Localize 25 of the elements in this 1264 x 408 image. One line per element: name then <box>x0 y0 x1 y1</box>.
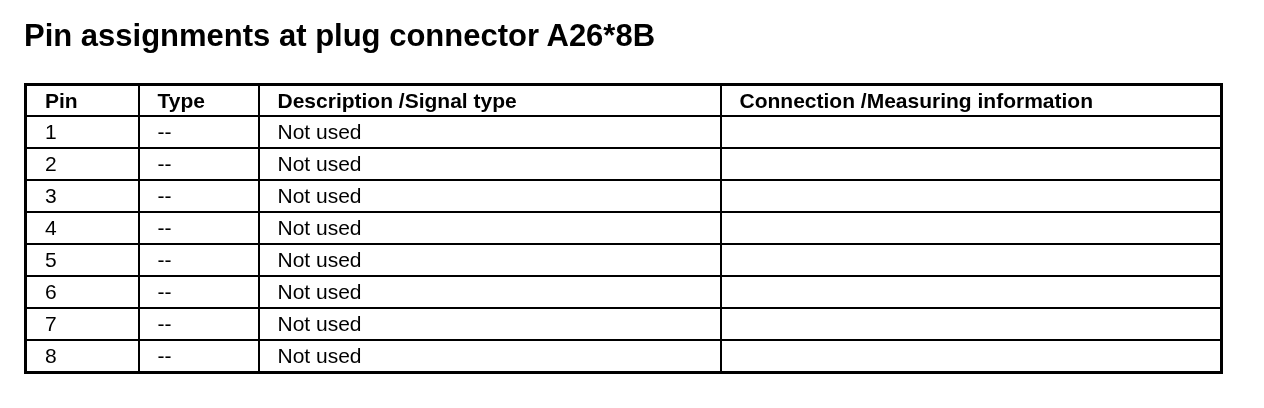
table-cell: -- <box>138 212 259 244</box>
table-cell: -- <box>138 308 259 340</box>
table-cell: 2 <box>25 148 139 180</box>
table-cell: 5 <box>25 244 139 276</box>
table-cell: Not used <box>258 212 721 244</box>
table-cell: -- <box>138 276 259 308</box>
header-cell: Pin <box>25 84 139 116</box>
table-cell: Not used <box>258 308 721 340</box>
header-cell: Type <box>138 84 259 116</box>
table-cell: -- <box>138 148 259 180</box>
table-cell: -- <box>138 244 259 276</box>
table-cell: 6 <box>25 276 139 308</box>
table-cell: -- <box>138 180 259 212</box>
table-cell: -- <box>138 116 259 148</box>
header-cell: Description /Signal type <box>258 84 721 116</box>
title: Pin assignments at plug connector A26*8B <box>24 17 656 55</box>
table-cell: 1 <box>25 116 139 148</box>
table-cell: 7 <box>25 308 139 340</box>
table-cell: 4 <box>25 212 139 244</box>
table-cell: Not used <box>258 244 721 276</box>
table-cell: Not used <box>258 148 721 180</box>
table-cell: Not used <box>258 116 721 148</box>
table-cell: Not used <box>258 276 721 308</box>
table-cell: Not used <box>258 180 721 212</box>
table-cell: 3 <box>25 180 139 212</box>
